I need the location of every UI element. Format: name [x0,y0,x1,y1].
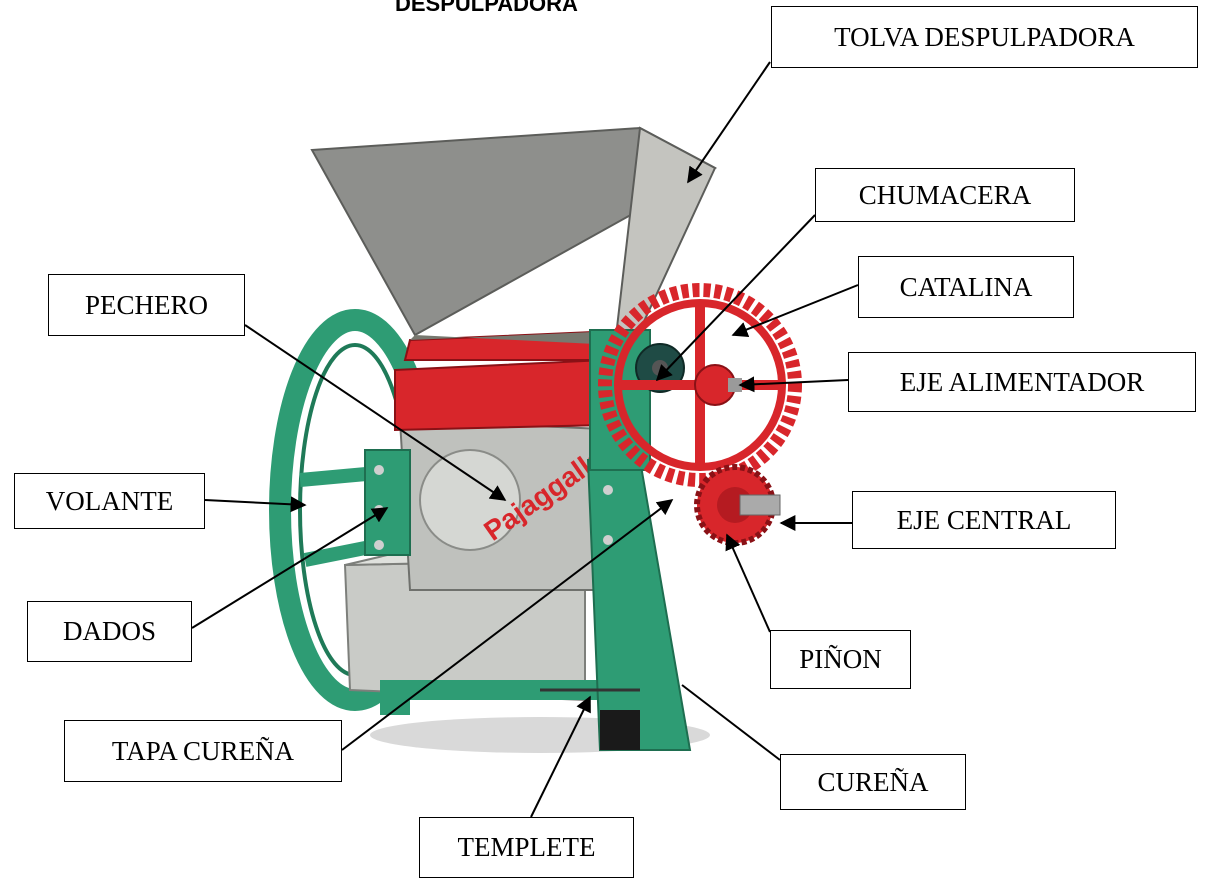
label-eje-alimentador: EJE ALIMENTADOR [848,352,1196,412]
leader-eje-alimentador [738,376,849,393]
leader-dados [191,507,389,629]
diagram-title: DESPULPADORA [395,0,578,16]
label-pinon: PIÑON [770,630,911,689]
leader-curena [681,684,781,761]
leader-volante [204,496,307,513]
leader-pechero [244,324,507,501]
label-catalina: CATALINA [858,256,1074,318]
leader-templete [530,695,591,818]
leader-chumacera [655,214,816,382]
pinon-gear [694,464,781,546]
leader-tolva [687,61,771,184]
label-tapa-curena: TAPA CUREÑA [64,720,342,782]
leader-tapa-curena [341,499,674,751]
tolva-hopper [310,126,718,347]
leader-catalina [731,284,859,338]
label-curena: CUREÑA [780,754,966,810]
label-chumacera: CHUMACERA [815,168,1075,222]
label-templete: TEMPLETE [419,817,634,878]
label-dados: DADOS [27,601,192,662]
leader-pinon [725,533,771,633]
label-eje-central: EJE CENTRAL [852,491,1116,549]
label-volante: VOLANTE [14,473,205,529]
label-pechero: PECHERO [48,274,245,336]
leader-lines [191,61,859,818]
label-tolva-despulpadora: TOLVA DESPULPADORA [771,6,1198,68]
